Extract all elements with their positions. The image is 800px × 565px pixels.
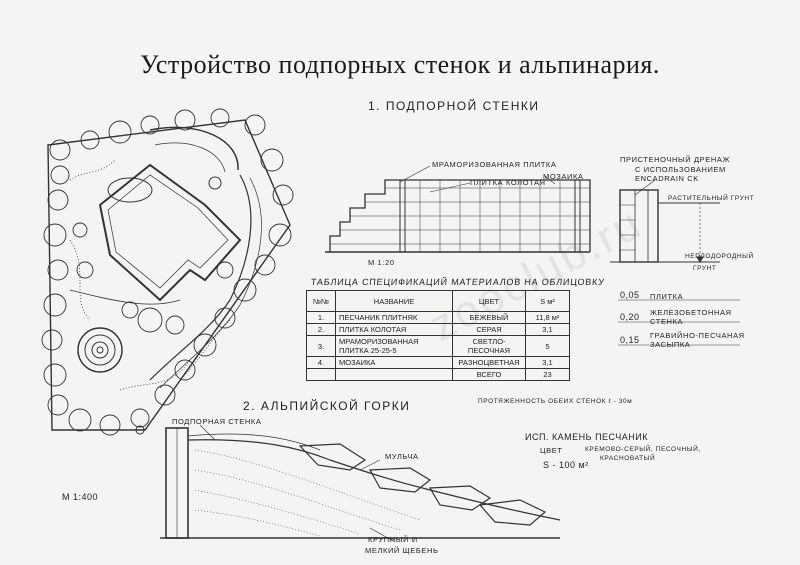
row-area: 3,1 [525,323,570,336]
page-title: Устройство подпорных стенок и альпинария… [140,50,660,79]
table-header-row: №№ НАЗВАНИЕ ЦВЕТ S м² [306,290,570,312]
table-row: 3. МРАМОРИЗОВАННАЯ ПЛИТКА 25-25-5 СВЕТЛО… [306,335,570,357]
section-rock-garden-title: 2. АЛЬПИЙСКОЙ ГОРКИ [243,399,411,413]
wall-elevation [325,165,591,253]
label-subsoil-2: ГРУНТ [693,265,717,272]
total-label: ВСЕГО [452,368,526,381]
rock-garden-section [160,424,561,543]
total-value: 23 [525,368,570,381]
row-area: 3,1 [525,356,570,369]
layer-2-name-2: СТЕНКА [650,317,684,326]
row-color: БЕЖЕВЫЙ [452,311,526,324]
label-drain-3: ENCADRAIN CK [635,174,699,183]
row-name: ПЛИТКА КОЛОТАЯ [335,323,453,336]
table-row: 1. ПЕСЧАНИК ПЛИТНЯК БЕЖЕВЫЙ 11,8 м² [306,311,570,324]
table-total-row: ВСЕГО 23 [306,368,570,381]
label-color: ЦВЕТ [540,446,563,455]
label-subsoil-1: НЕПЛОДОРОДНЫЙ [685,253,754,260]
header-name: НАЗВАНИЕ [335,290,453,312]
label-soil: РАСТИТЕЛЬНЫЙ ГРУНТ [668,195,755,202]
header-num: №№ [306,290,336,312]
layer-3-name-2: ЗАСЫПКА [650,340,691,349]
site-plan [41,108,294,436]
label-drain-1: ПРИСТЕНОЧНЫЙ ДРЕНАЖ [620,155,730,164]
wall-scale: М 1:20 [368,258,395,267]
layer-2-thickness: 0,20 [620,312,640,322]
label-gravel-2: МЕЛКИЙ ЩЕБЕНЬ [365,546,439,555]
label-stone: ИСП. КАМЕНЬ ПЕСЧАНИК [525,432,648,442]
row-name: МОЗАИКА [335,356,453,369]
row-num: 1. [306,311,336,324]
row-name: МРАМОРИЗОВАННАЯ ПЛИТКА 25-25-5 [335,335,453,357]
label-retaining-wall: ПОДПОРНАЯ СТЕНКА [172,417,262,426]
row-num: 2. [306,323,336,336]
label-marble-tile: МРАМОРИЗОВАННАЯ ПЛИТКА [432,160,557,169]
drainage-section [610,179,740,346]
row-color: РАЗНОЦВЕТНАЯ [452,356,526,369]
row-color: СЕРАЯ [452,323,526,336]
row-num: 3. [306,335,336,357]
row-name: ПЕСЧАНИК ПЛИТНЯК [335,311,453,324]
label-color-value-2: КРАСНОВАТЫЙ [600,455,656,462]
table-note: ПРОТЯЖЕННОСТЬ ОБЕИХ СТЕНОК ℓ - 30м [478,398,633,405]
label-split-tile: ПЛИТКА КОЛОТАЯ [470,178,546,187]
layer-3-thickness: 0,15 [620,335,640,345]
label-mosaic: МОЗАИКА [543,172,584,181]
label-color-value-1: КРЕМОВО-СЕРЫЙ, ПЕСОЧНЫЙ, [585,446,701,453]
label-area: S - 100 м² [543,460,589,470]
label-drain-2: С ИСПОЛЬЗОВАНИЕМ [635,165,726,174]
table-row: 4. МОЗАИКА РАЗНОЦВЕТНАЯ 3,1 [306,356,570,369]
layer-1-thickness: 0,05 [620,290,640,300]
spec-table: №№ НАЗВАНИЕ ЦВЕТ S м² 1. ПЕСЧАНИК ПЛИТНЯ… [306,290,570,381]
layer-3-name-1: ГРАВИЙНО-ПЕСЧАНАЯ [650,331,745,340]
row-area: 11,8 м² [525,311,570,324]
header-area: S м² [525,290,570,312]
table-row: 2. ПЛИТКА КОЛОТАЯ СЕРАЯ 3,1 [306,323,570,336]
layer-2-name-1: ЖЕЛЕЗОБЕТОННАЯ [650,308,732,317]
row-num: 4. [306,356,336,369]
label-mulch: МУЛЬЧА [385,452,419,461]
label-gravel-1: КРУПНЫЙ И [368,535,418,544]
layer-1-name: ПЛИТКА [650,292,684,301]
row-area: 5 [525,335,570,357]
plan-scale: М 1:400 [62,492,99,502]
section-retaining-wall-title: 1. ПОДПОРНОЙ СТЕНКИ [368,99,540,113]
row-color: СВЕТЛО-ПЕСОЧНАЯ [452,335,526,357]
header-color: ЦВЕТ [452,290,526,312]
table-title: ТАБЛИЦА СПЕЦИФИКАЦИЙ МАТЕРИАЛОВ НА ОБЛИЦ… [310,277,606,287]
